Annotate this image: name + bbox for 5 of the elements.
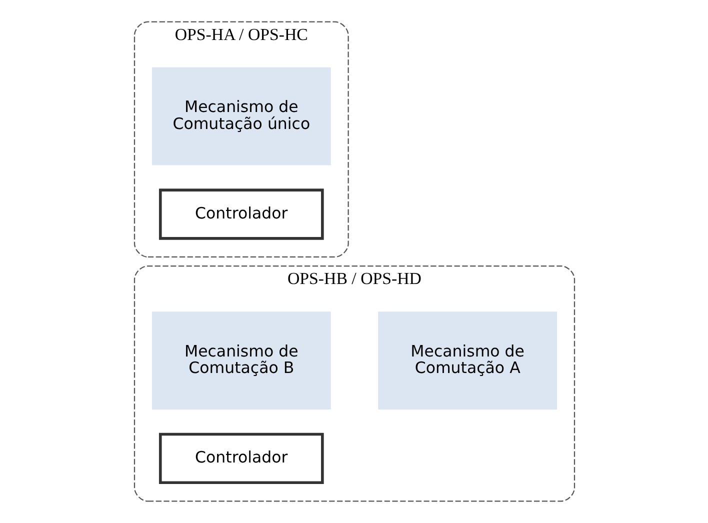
node-box: Controlador [158, 432, 324, 484]
node-box: Mecanismo de Comutação A [378, 312, 557, 410]
node-box: Mecanismo de Comutação B [151, 312, 330, 410]
node-box: Controlador [158, 188, 324, 240]
node-box: Mecanismo de Comutação único [151, 67, 330, 166]
